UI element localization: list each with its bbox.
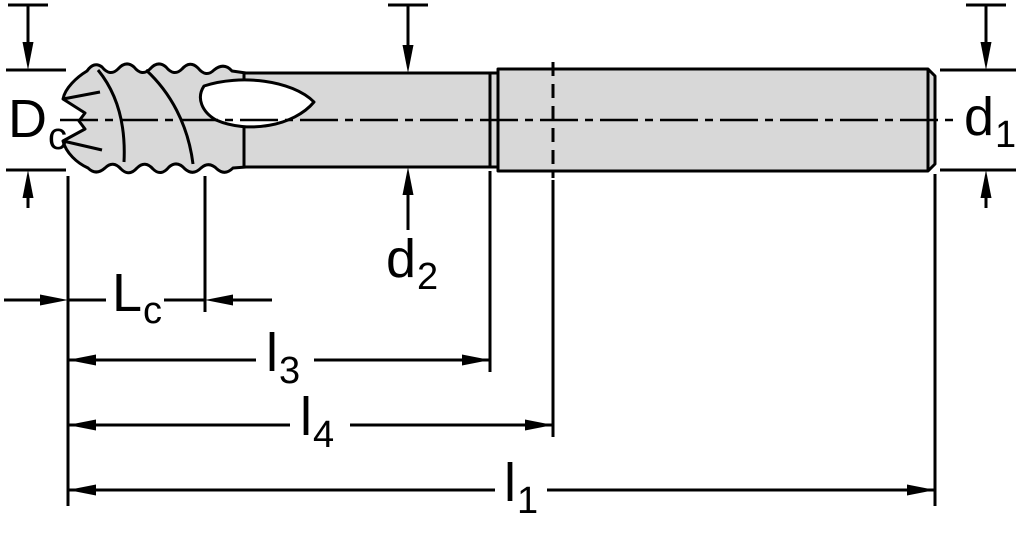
dimension-d2	[388, 3, 428, 230]
d1-bottom-arrowhead	[980, 170, 992, 198]
tip-edge-upper	[62, 90, 101, 101]
d2-top-arrowhead	[402, 45, 414, 73]
dc-bottom-arrowhead	[22, 170, 34, 198]
label-l3-sub: 3	[279, 350, 301, 392]
l3-right-arrowhead	[462, 354, 490, 366]
lc-left-arrowhead	[40, 294, 68, 306]
label-dc-sub: c	[48, 116, 67, 158]
dimension-lc	[4, 294, 272, 306]
dimension-l4	[68, 419, 553, 431]
label-l4-sub: 4	[313, 414, 335, 456]
label-l1-main: l	[504, 453, 516, 513]
label-dc-main: D	[8, 89, 47, 149]
dimension-dc	[6, 3, 66, 208]
dimension-l3	[68, 354, 490, 366]
l4-right-arrowhead	[525, 419, 553, 431]
d1-top-arrowhead	[980, 42, 992, 70]
label-d2-main: d	[386, 229, 417, 289]
dc-top-arrowhead	[22, 42, 34, 70]
label-l1-sub: 1	[517, 480, 539, 522]
d2-bottom-arrowhead	[402, 167, 414, 195]
flute-line-1	[144, 68, 195, 165]
label-lc-main: L	[112, 263, 143, 323]
label-lc-sub: c	[143, 290, 163, 332]
lc-right-arrowhead	[205, 294, 233, 306]
tip-edge-lower	[62, 139, 103, 152]
label-l4-main: l	[300, 387, 312, 447]
l1-right-arrowhead	[907, 484, 935, 496]
extension-lines	[66, 171, 937, 506]
label-d2-sub: 2	[417, 256, 439, 298]
label-d1-main: d	[964, 87, 995, 147]
label-l3-main: l	[266, 323, 278, 383]
flute-line-2	[96, 69, 126, 163]
dimension-d1	[940, 3, 1016, 208]
dimension-l1	[68, 484, 935, 496]
tool-shank	[496, 67, 937, 173]
label-d1-sub: 1	[995, 114, 1017, 156]
